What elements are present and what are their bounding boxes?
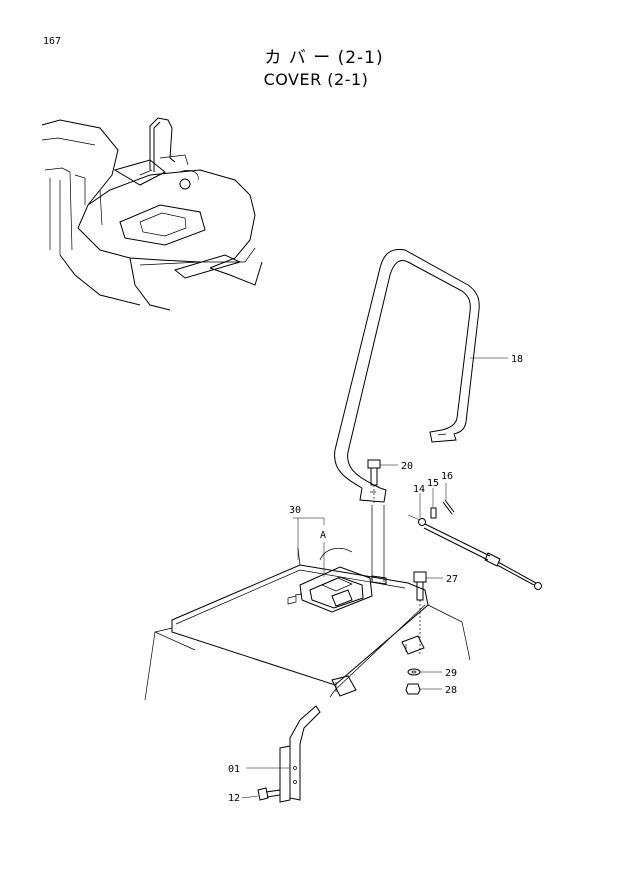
handrail-part-18 <box>334 249 480 503</box>
bolt-part-27 <box>413 571 443 655</box>
callout-12: 12 <box>228 793 240 804</box>
leader-30 <box>293 517 325 525</box>
callout-29: 29 <box>445 668 457 679</box>
machine-overview-sketch <box>41 117 263 311</box>
callout-18: 18 <box>511 354 523 365</box>
bolt-part-12 <box>241 787 281 801</box>
callout-20: 20 <box>401 461 413 472</box>
page-number: 167 <box>43 36 62 47</box>
gas-spring-strut <box>407 483 542 590</box>
bracket-part-01 <box>246 705 321 803</box>
callout-27: 27 <box>446 574 458 585</box>
cover-panel <box>144 547 471 701</box>
callout-14: 14 <box>413 484 425 495</box>
callout-28: 28 <box>445 685 457 696</box>
title-english: COVER (2-1) <box>263 70 369 89</box>
callout-15: 15 <box>427 478 439 489</box>
callout-16: 16 <box>441 471 453 482</box>
washer-nut-parts <box>405 668 442 695</box>
callout-01: 01 <box>228 764 240 775</box>
title-japanese: カ バ ー (2-1) <box>264 48 384 68</box>
callout-30: 30 <box>289 505 301 516</box>
callout-A: A <box>320 530 326 541</box>
bolt-part-20 <box>367 459 398 505</box>
